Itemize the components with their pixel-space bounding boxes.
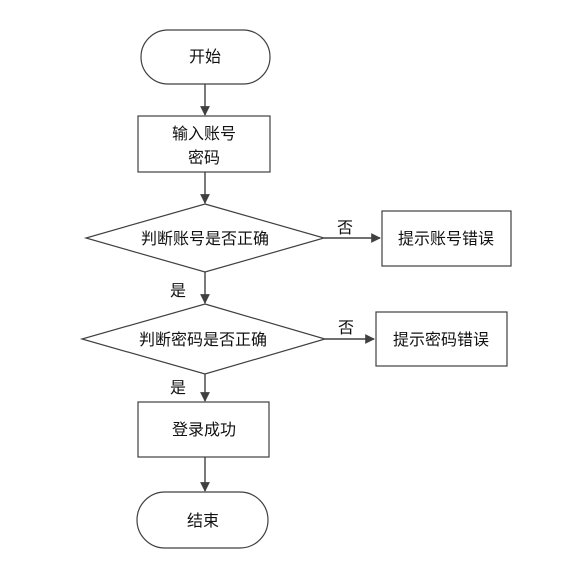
check-account-label: 判断账号是否正确 — [141, 229, 269, 248]
account-error-node: 提示账号错误 — [381, 210, 512, 267]
start-node: 开始 — [140, 29, 271, 85]
check-password-node: 判断密码是否正确 — [79, 303, 328, 375]
end-label: 结束 — [187, 511, 219, 530]
success-label: 登录成功 — [172, 420, 236, 439]
input-node: 输入账号 密码 — [137, 115, 271, 173]
password-error-label: 提示密码错误 — [393, 330, 489, 349]
edge-account-yes-label: 是 — [170, 281, 186, 300]
password-error-node: 提示密码错误 — [375, 311, 508, 367]
edge-password-no-label: 否 — [338, 318, 354, 337]
check-password-label: 判断密码是否正确 — [139, 330, 267, 349]
check-account-node: 判断账号是否正确 — [83, 203, 327, 273]
end-node: 结束 — [136, 491, 269, 549]
edge-password-yes-label: 是 — [170, 378, 186, 397]
input-label-line2: 密码 — [188, 148, 220, 167]
start-label: 开始 — [189, 47, 221, 66]
edge-account-no-label: 否 — [337, 218, 353, 237]
account-error-label: 提示账号错误 — [398, 229, 494, 248]
input-label-line1: 输入账号 — [172, 124, 236, 143]
success-node: 登录成功 — [137, 401, 270, 458]
